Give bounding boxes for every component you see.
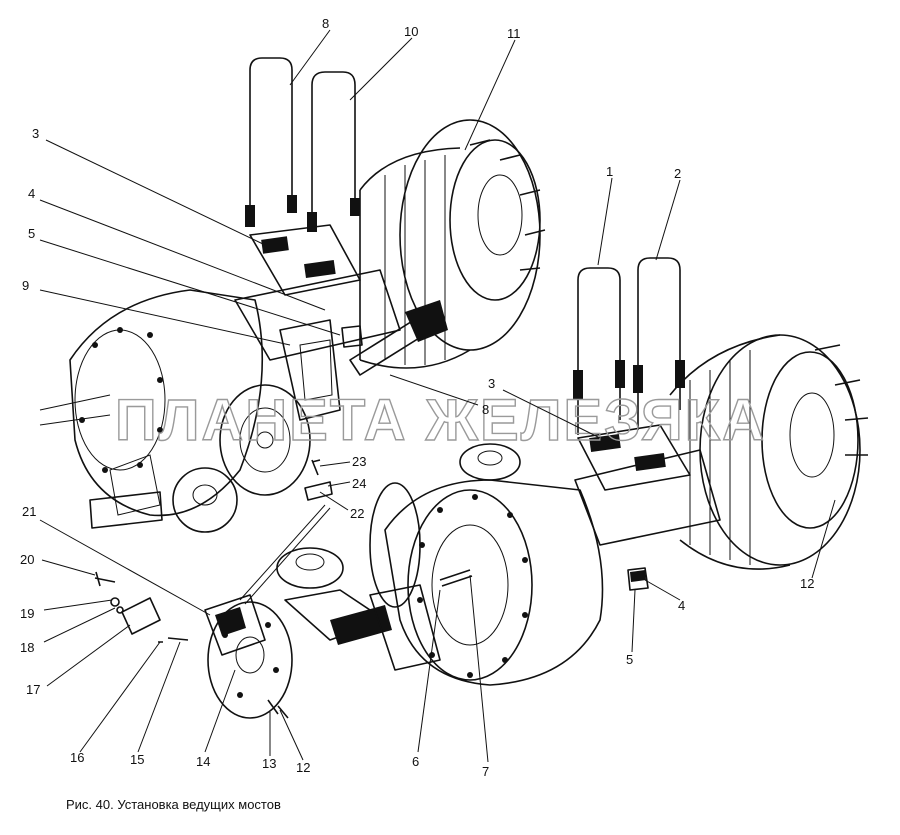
watermark-text: ПЛАНЕТА ЖЕЛЕЗЯКА: [115, 388, 766, 453]
callout-13: 12: [296, 760, 310, 775]
callout-3-rear: 3: [488, 376, 495, 391]
u-bolt-threads: [245, 195, 360, 232]
callout-5-front: 5: [28, 226, 35, 241]
callout-21: 20: [20, 552, 34, 567]
callout-20: 19: [20, 606, 34, 621]
rear-hub-studs: [814, 344, 869, 456]
callout-6: 6: [412, 754, 419, 769]
callout-22: 21: [22, 504, 36, 519]
rear-housing-bolts: [417, 494, 528, 678]
rear-drive-axle: [276, 257, 869, 686]
figure-caption: Рис. 40. Установка ведущих мостов: [66, 797, 281, 812]
callout-11: 10: [404, 24, 418, 39]
hub-fins: [384, 155, 446, 365]
callout-16: 15: [130, 752, 144, 767]
u-bolt-9: [249, 57, 293, 225]
callout-12-rear: 12: [800, 576, 814, 591]
callout-14: 13: [262, 756, 276, 771]
callout-4-rear: 4: [678, 598, 685, 613]
rear-u-bolt-threads: [573, 360, 685, 400]
callout-2: 2: [674, 166, 681, 181]
callout-9: 8: [322, 16, 329, 31]
callout-8: 8: [482, 402, 489, 417]
callout-15: 14: [196, 754, 210, 769]
callout-7: 7: [482, 764, 489, 779]
leader-lines: [39, 29, 836, 763]
callout-12-front: 11: [507, 26, 521, 41]
brake-parts: [94, 459, 333, 719]
callout-5-rear: 5: [626, 652, 633, 667]
callout-25: 24: [352, 476, 366, 491]
callout-24: 23: [352, 454, 366, 469]
u-bolt-2: [637, 257, 681, 430]
callout-23: 22: [350, 506, 364, 521]
callout-labels: 8 10 11 3 4 5 9 8 1 2 3 4 5 12 6 7 12 13…: [20, 16, 814, 779]
callout-10: 9: [22, 278, 29, 293]
callout-3-front: 3: [32, 126, 39, 141]
callout-18: 17: [26, 682, 40, 697]
callout-4-front: 4: [28, 186, 35, 201]
u-bolt-1: [577, 267, 621, 435]
front-drive-axle: [39, 57, 546, 605]
housing-bolt-circle: [79, 327, 163, 473]
callout-19: 18: [20, 640, 34, 655]
callout-17: 16: [70, 750, 84, 765]
callout-1: 1: [606, 164, 613, 179]
rear-hub-fins: [689, 350, 751, 565]
hub-studs: [469, 139, 546, 271]
u-bolt-11: [311, 71, 356, 230]
